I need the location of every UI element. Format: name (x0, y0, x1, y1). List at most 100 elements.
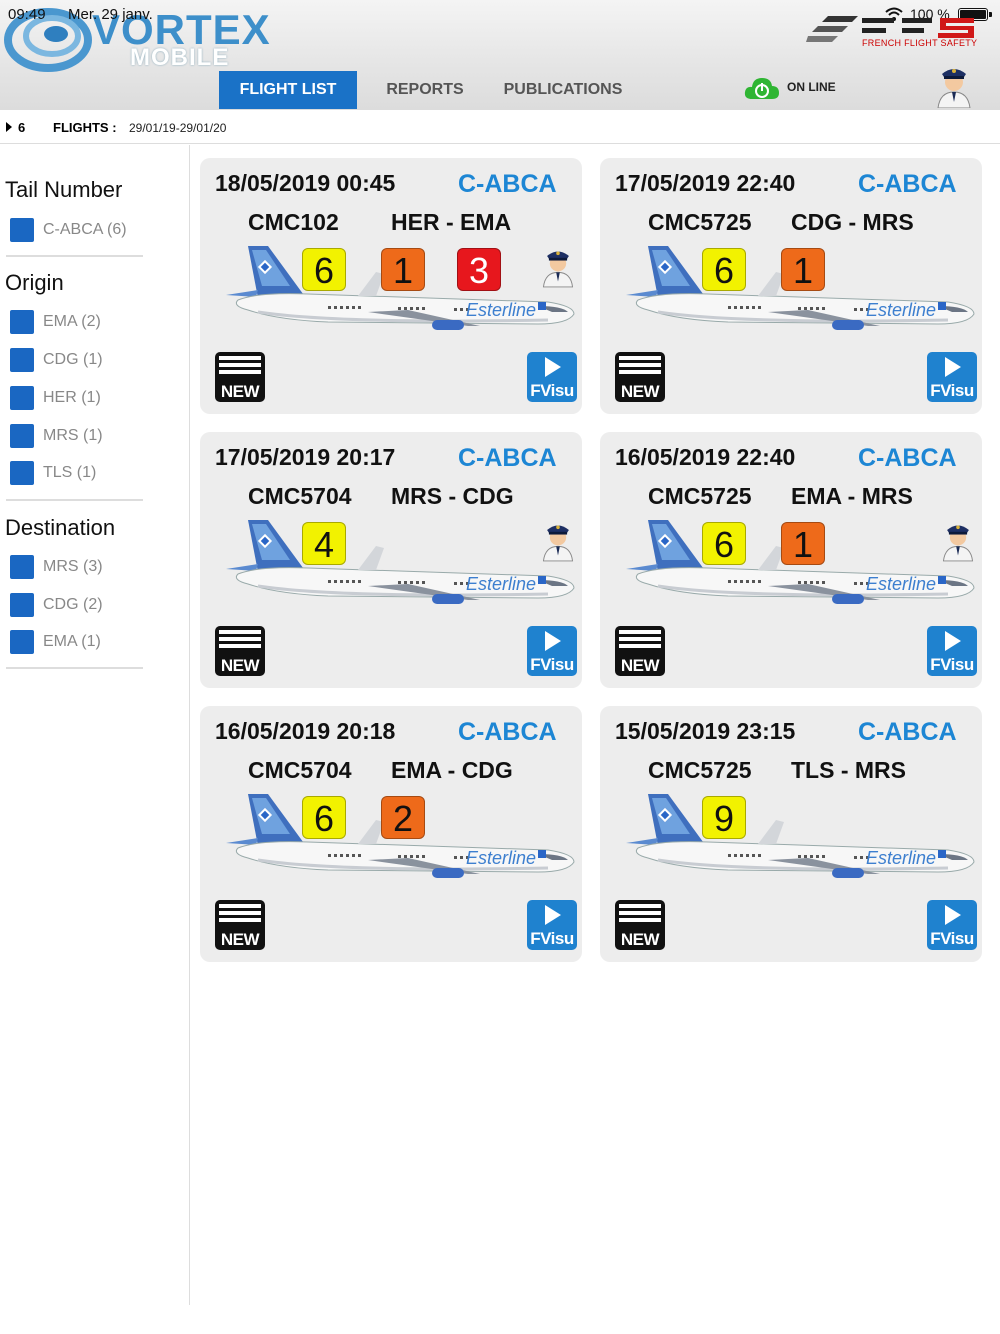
livery-text: Esterline (866, 300, 936, 320)
list-line-icon (619, 904, 661, 908)
flight-number: CMC5725 (648, 757, 752, 783)
new-report-button[interactable]: NEW (215, 900, 265, 950)
checkbox[interactable] (10, 310, 34, 334)
tab-publications[interactable]: PUBLICATIONS (503, 81, 623, 98)
divider (6, 667, 143, 669)
tail-number: C-ABCA (458, 718, 557, 746)
event-count-badge[interactable]: 6 (302, 248, 346, 291)
fvisu-button[interactable]: FVisu (927, 352, 977, 402)
fvisu-button[interactable]: FVisu (527, 352, 577, 402)
event-count-badge[interactable]: 9 (702, 796, 746, 839)
flight-number: CMC5725 (648, 209, 752, 235)
new-button-label: NEW (620, 930, 660, 949)
fvisu-button-label: FVisu (930, 381, 974, 400)
filter-item-label: MRS (3) (43, 558, 103, 575)
fvisu-button-label: FVisu (530, 929, 574, 948)
flight-number: CMC5704 (248, 757, 352, 783)
flight-date: 15/05/2019 23:15 (615, 718, 796, 744)
flight-date: 17/05/2019 22:40 (615, 170, 796, 196)
partner-name: FRENCH FLIGHT SAFETY (862, 38, 978, 48)
fvisu-button-label: FVisu (930, 929, 974, 948)
list-line-icon (219, 637, 261, 641)
new-button-label: NEW (620, 656, 660, 675)
flight-filter-bar: 6 FLIGHTS : 29/01/19-29/01/20 (0, 110, 1000, 144)
event-count-badge[interactable]: 1 (781, 248, 825, 291)
filter-item-label: EMA (1) (43, 633, 101, 650)
vortex-logo-icon (4, 8, 92, 72)
list-line-icon (619, 363, 661, 367)
list-line-icon (219, 918, 261, 922)
list-line-icon (219, 356, 261, 360)
play-icon (945, 357, 961, 377)
divider (6, 255, 143, 257)
fvisu-button-label: FVisu (930, 655, 974, 674)
new-report-button[interactable]: NEW (615, 352, 665, 402)
date-range[interactable]: 29/01/19-29/01/20 (129, 121, 227, 135)
checkbox[interactable] (10, 348, 34, 372)
event-count-badge[interactable]: 6 (702, 522, 746, 565)
flight-route: EMA - MRS (791, 483, 913, 509)
flight-date: 17/05/2019 20:17 (215, 444, 396, 470)
fvisu-button[interactable]: FVisu (527, 900, 577, 950)
list-line-icon (619, 356, 661, 360)
list-line-icon (219, 644, 261, 648)
checkbox[interactable] (10, 218, 34, 242)
new-button-label: NEW (220, 656, 260, 675)
fvisu-button[interactable]: FVisu (927, 900, 977, 950)
event-count-badge[interactable]: 4 (302, 522, 346, 565)
checkbox[interactable] (10, 424, 34, 448)
play-icon (545, 905, 561, 925)
list-line-icon (619, 644, 661, 648)
tab-flight-list[interactable]: FLIGHT LIST (219, 71, 357, 109)
event-count-badge[interactable]: 1 (781, 522, 825, 565)
filter-title-origin: Origin (5, 270, 64, 295)
event-count-badge[interactable]: 3 (457, 248, 501, 291)
cloud-online-icon[interactable] (744, 75, 780, 103)
checkbox[interactable] (10, 555, 34, 579)
filter-item-label: TLS (1) (43, 464, 97, 481)
list-line-icon (219, 904, 261, 908)
list-line-icon (219, 911, 261, 915)
flight-route: CDG - MRS (791, 209, 914, 235)
expand-arrow-icon[interactable] (6, 122, 12, 132)
new-report-button[interactable]: NEW (215, 352, 265, 402)
new-report-button[interactable]: NEW (215, 626, 265, 676)
fvisu-button-label: FVisu (530, 381, 574, 400)
event-count-badge[interactable]: 6 (702, 248, 746, 291)
new-report-button[interactable]: NEW (615, 900, 665, 950)
flights-label: FLIGHTS : (53, 120, 117, 135)
flight-route: EMA - CDG (391, 757, 513, 783)
aircraft-image: Esterline (626, 246, 975, 330)
divider (6, 499, 143, 501)
livery-text: Esterline (466, 300, 536, 320)
event-count-badge[interactable]: 6 (302, 796, 346, 839)
livery-text: Esterline (866, 848, 936, 868)
aircraft-image: Esterline (226, 246, 575, 330)
checkbox[interactable] (10, 630, 34, 654)
play-icon (545, 357, 561, 377)
tail-number: C-ABCA (458, 444, 557, 472)
fvisu-button[interactable]: FVisu (927, 626, 977, 676)
checkbox[interactable] (10, 461, 34, 485)
new-button-label: NEW (220, 930, 260, 949)
new-report-button[interactable]: NEW (615, 626, 665, 676)
flight-route: TLS - MRS (791, 757, 906, 783)
event-count-badge[interactable]: 2 (381, 796, 425, 839)
event-count-badge[interactable]: 1 (381, 248, 425, 291)
checkbox[interactable] (10, 593, 34, 617)
filter-item-label: C-ABCA (6) (43, 221, 127, 238)
pilot-avatar-icon[interactable] (932, 62, 976, 108)
checkbox[interactable] (10, 386, 34, 410)
livery-text: Esterline (866, 574, 936, 594)
fvisu-button[interactable]: FVisu (527, 626, 577, 676)
filter-item-label: CDG (1) (43, 351, 103, 368)
pilot-icon (942, 525, 974, 562)
tab-reports[interactable]: REPORTS (386, 81, 464, 98)
filter-item-label: MRS (1) (43, 427, 103, 444)
